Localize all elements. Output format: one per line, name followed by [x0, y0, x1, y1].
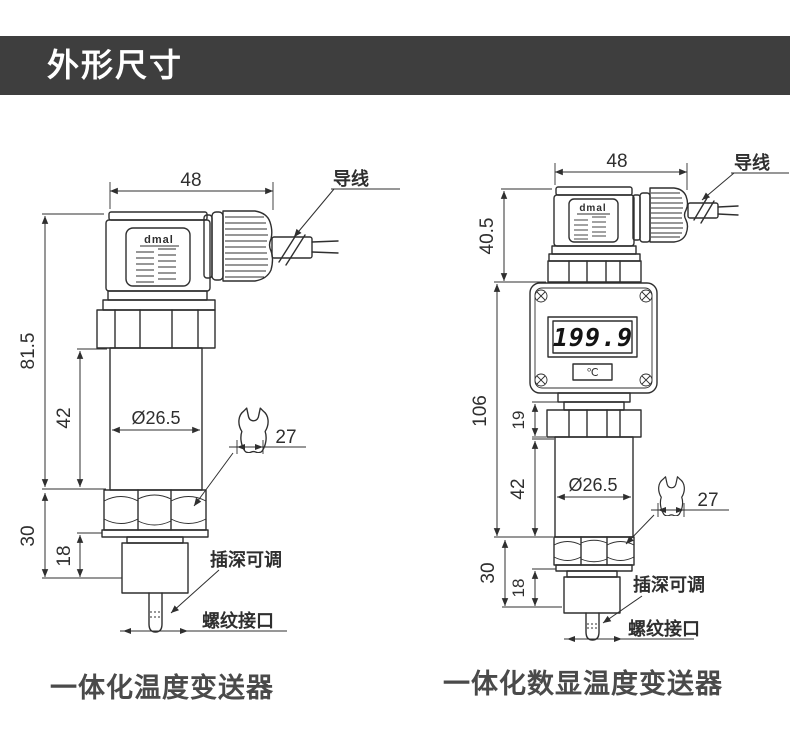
svg-text:19: 19 [509, 411, 528, 430]
dim-body-height: 42 [508, 438, 554, 537]
brand-logo: dmal [579, 203, 606, 214]
svg-text:螺纹接口: 螺纹接口 [628, 618, 700, 639]
left-drawing-caption: 一体化温度变送器 [50, 673, 274, 703]
dim-lower-height: 30 [18, 492, 122, 579]
svg-text:导线: 导线 [734, 152, 770, 173]
wrench-callout: 27 [193, 407, 306, 507]
wire-callout: 导线 [293, 168, 400, 238]
svg-text:42: 42 [508, 478, 529, 499]
neck-and-hex [546, 392, 642, 438]
thread-port-callout: 螺纹接口 [564, 618, 700, 642]
dim-body-diameter: Ø26.5 [111, 408, 201, 434]
page-title: 外形尺寸 [47, 47, 184, 83]
dim-body-diameter: Ø26.5 [556, 475, 632, 501]
dim-mid-height: 106 [470, 283, 553, 538]
svg-text:27: 27 [275, 427, 296, 448]
dim-lower-height: 30 [478, 539, 562, 608]
display-housing: 199.9 ℃ [529, 282, 658, 394]
probe [585, 612, 600, 641]
probe [148, 592, 163, 633]
thread-port-callout: 螺纹接口 [120, 610, 287, 634]
wire-callout: 导线 [701, 152, 789, 201]
svg-text:30: 30 [478, 562, 499, 583]
lcd-unit: ℃ [586, 367, 598, 379]
svg-text:30: 30 [18, 525, 39, 546]
dim-thread-height: 18 [509, 568, 556, 607]
cable [687, 197, 739, 224]
corner-screw [534, 289, 548, 303]
svg-text:48: 48 [606, 151, 627, 172]
hex-nut [553, 536, 635, 572]
head-vent-lines [574, 216, 606, 240]
connector-head: dmal [548, 186, 641, 262]
thread-section [121, 536, 189, 594]
section-header-bar: 外形尺寸 [0, 36, 790, 95]
dim-total-height: 81.5 [18, 213, 106, 490]
dim-head-height: 40.5 [477, 188, 552, 283]
dim-thread-height: 18 [54, 532, 102, 578]
dim-head-width: 48 [554, 151, 688, 190]
connector-head: dmal [102, 211, 216, 311]
right-drawing-caption: 一体化数显温度变送器 [443, 669, 723, 699]
insert-depth-callout: 插深可调 [170, 549, 282, 614]
svg-text:42: 42 [54, 407, 75, 428]
lcd-display-value: 199.9 [553, 323, 633, 352]
cable-gland [632, 187, 689, 243]
svg-text:插深可调: 插深可调 [633, 574, 705, 595]
svg-text:48: 48 [180, 170, 201, 191]
locknut-collar [547, 260, 642, 283]
dim-head-width: 48 [109, 170, 274, 210]
wrench-callout: 27 [625, 476, 729, 545]
svg-text:106: 106 [470, 395, 491, 427]
brand-logo: dmal [144, 234, 174, 246]
corner-screw [639, 373, 653, 387]
cable [271, 231, 339, 266]
thread-section [563, 570, 621, 614]
hex-nut [101, 489, 209, 538]
svg-text:Ø26.5: Ø26.5 [568, 475, 617, 495]
dim-body-height: 42 [54, 348, 107, 488]
cable-gland [203, 210, 274, 282]
insert-depth-callout: 插深可调 [602, 574, 705, 624]
gland-ribs [225, 216, 268, 278]
svg-text:Ø26.5: Ø26.5 [131, 408, 180, 428]
gland-ribs [651, 192, 683, 238]
left-technical-drawing: dmal [18, 168, 400, 634]
svg-text:螺纹接口: 螺纹接口 [202, 610, 274, 631]
corner-screw [639, 289, 653, 303]
svg-text:18: 18 [54, 545, 75, 566]
svg-text:81.5: 81.5 [18, 333, 39, 370]
svg-text:导线: 导线 [333, 168, 369, 189]
head-vent-lines [136, 248, 176, 283]
svg-text:40.5: 40.5 [477, 218, 498, 255]
svg-text:插深可调: 插深可调 [210, 549, 282, 570]
locknut-collar [96, 309, 216, 349]
corner-screw [534, 373, 548, 387]
dim-neck-height: 19 [509, 401, 563, 438]
svg-text:18: 18 [509, 579, 528, 598]
right-technical-drawing: dmal [470, 151, 789, 642]
svg-text:27: 27 [697, 490, 718, 511]
